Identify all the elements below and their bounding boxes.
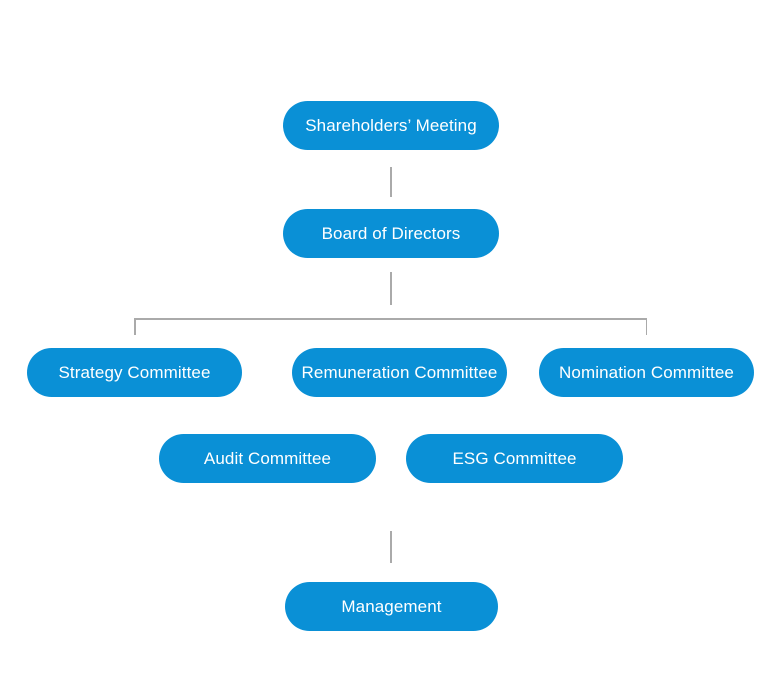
node-nomination-committee: Nomination Committee: [539, 348, 754, 397]
node-audit-committee: Audit Committee: [159, 434, 376, 483]
connector-shareholders-board: [390, 167, 392, 197]
node-label: Board of Directors: [321, 223, 461, 243]
node-label: Shareholders’ Meeting: [305, 115, 477, 135]
node-shareholders-meeting: Shareholders’ Meeting: [283, 101, 499, 150]
node-label: Audit Committee: [203, 448, 332, 468]
connector-to-management: [390, 531, 392, 563]
node-remuneration-committee: Remuneration Committee: [292, 348, 507, 397]
connector-rail-drop-left: [134, 318, 136, 335]
node-label: Nomination Committee: [559, 362, 734, 382]
node-esg-committee: ESG Committee: [406, 434, 623, 483]
node-label: ESG Committee: [452, 448, 577, 468]
node-label: Strategy Committee: [58, 362, 211, 382]
node-label: Management: [341, 596, 442, 616]
node-strategy-committee: Strategy Committee: [27, 348, 242, 397]
node-management: Management: [285, 582, 498, 631]
connector-committee-rail: [134, 318, 647, 320]
node-board-of-directors: Board of Directors: [283, 209, 499, 258]
connector-board-to-rail: [390, 272, 392, 305]
connector-rail-drop-right: [645, 318, 647, 335]
node-label: Remuneration Committee: [301, 362, 498, 382]
